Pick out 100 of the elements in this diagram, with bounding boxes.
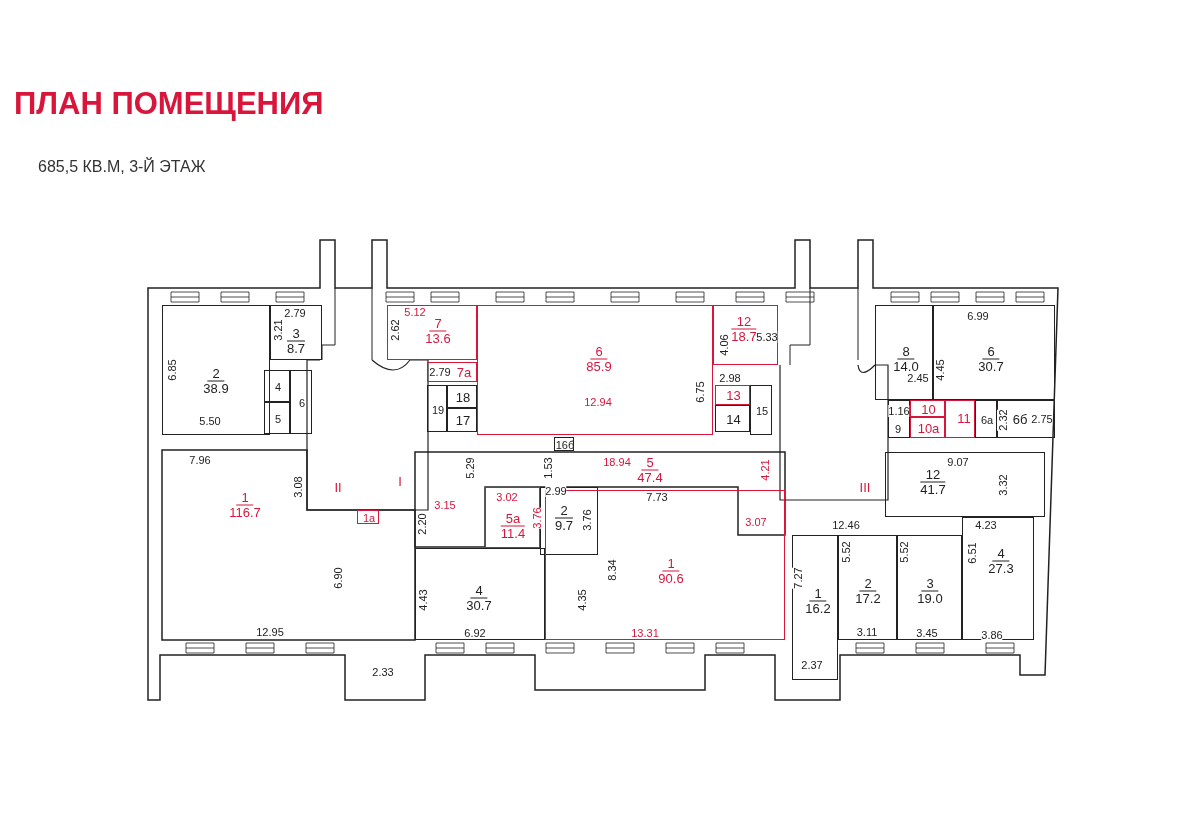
room [477, 305, 713, 435]
dimension-label: 4.23 [975, 519, 997, 531]
room-area: 85.9 [586, 359, 612, 374]
room-number: 17 [455, 414, 471, 428]
room-number: 15 [755, 404, 769, 418]
dimension-label: 2.98 [719, 372, 741, 384]
dimension-label: 5.29 [464, 457, 476, 479]
dimension-label: 2.99 [545, 485, 567, 497]
room-number: 3 [287, 326, 305, 342]
room-area: 17.2 [855, 591, 881, 606]
room [715, 405, 750, 432]
room-area: 9.7 [554, 518, 574, 533]
stair-number: I [398, 476, 402, 488]
dimension-label: 5.33 [756, 331, 778, 343]
room-number: 1а [362, 511, 376, 525]
room-area: 38.9 [203, 381, 229, 396]
room-number: 10 [921, 402, 936, 417]
room [162, 450, 415, 640]
room [910, 417, 945, 438]
dimension-label: 5.12 [404, 306, 426, 318]
room-number: 1 [662, 556, 680, 572]
room [290, 370, 312, 434]
dimension-label: 3.76 [531, 507, 543, 529]
room-number: 5 [641, 455, 659, 471]
dimension-label: 4.06 [718, 334, 730, 356]
room-number: 4 [274, 380, 282, 394]
room-area: 41.7 [920, 482, 946, 497]
dimension-label: 2.20 [416, 513, 428, 535]
stair-number: III [859, 482, 871, 494]
room-area: 19.0 [917, 591, 943, 606]
room-number: 6 [982, 344, 1000, 360]
stair-number: II [334, 482, 342, 494]
room-area: 27.3 [988, 561, 1014, 576]
room-number: 2 [207, 366, 225, 382]
dimension-label: 6.75 [694, 381, 706, 403]
room [427, 385, 447, 432]
dimension-label: 3.08 [292, 476, 304, 498]
room-number: 11 [957, 412, 971, 426]
room-number: 8 [897, 344, 915, 360]
room-number: 10а [917, 421, 940, 436]
dimension-label: 4.45 [934, 359, 946, 381]
room [975, 400, 997, 438]
room-area: 8.7 [286, 341, 306, 356]
dimension-label: 13.31 [631, 627, 659, 639]
room [910, 400, 945, 417]
dimension-label: 6.90 [332, 567, 344, 589]
room-number: 13 [726, 389, 741, 403]
dimension-label: 3.07 [745, 516, 767, 528]
room-number: 14 [726, 412, 741, 427]
dimension-label: 2.75 [1031, 413, 1053, 425]
room-area: 16.2 [805, 601, 831, 616]
room-number: 19 [431, 402, 445, 417]
dimension-label: 4.21 [759, 459, 771, 481]
dimension-label: 2.79 [429, 366, 451, 378]
room-number: 3 [921, 576, 939, 592]
room-area: 11.4 [500, 526, 526, 541]
room [750, 385, 772, 435]
room [715, 385, 750, 405]
room [264, 370, 290, 402]
dimension-label: 4.35 [576, 589, 588, 611]
dimension-label: 7.96 [189, 454, 211, 466]
dimension-label: 2.37 [801, 659, 823, 671]
dimension-label: 5.52 [898, 541, 910, 563]
room [427, 362, 477, 382]
dimension-label: 6.99 [967, 310, 989, 322]
room [447, 408, 477, 432]
room-number: 2 [555, 503, 573, 519]
room-area: 90.6 [658, 571, 684, 586]
room-area: 13.6 [425, 331, 451, 346]
room-area: 30.7 [978, 359, 1004, 374]
room-area: 14.0 [893, 359, 919, 374]
dimension-label: 9.07 [947, 456, 969, 468]
room-number: 7а [456, 366, 472, 380]
room [264, 402, 290, 434]
dimension-label: 1.16 [888, 405, 910, 417]
room-area: 30.7 [466, 598, 492, 613]
dimension-label: 18.94 [603, 456, 631, 468]
room-number: 5а [500, 511, 526, 527]
dimension-label: 7.73 [646, 491, 668, 503]
room-number: 6а [980, 413, 994, 427]
dimension-label: 2.45 [907, 372, 929, 384]
dimension-label: 1.53 [542, 457, 554, 479]
dimension-label: 12.95 [256, 626, 284, 638]
dimension-label: 5.50 [199, 415, 221, 427]
room-number: 2 [859, 576, 877, 592]
room-number: 12 [920, 467, 946, 483]
room [945, 400, 975, 438]
room-number: 12 [731, 314, 757, 330]
dimension-label: 2.32 [997, 409, 1009, 431]
dimension-label: 6.51 [966, 542, 978, 564]
room-number: 7 [429, 316, 447, 332]
dimension-label: 5.52 [840, 541, 852, 563]
dimension-label: 8.34 [606, 559, 618, 581]
room [447, 385, 477, 408]
dimension-label: 12.46 [832, 519, 860, 531]
dimension-label: 2.79 [284, 307, 306, 319]
dimension-label: 6.85 [166, 359, 178, 381]
room-number: 5 [274, 412, 282, 426]
room [357, 510, 379, 524]
dimension-label: 7.27 [792, 567, 804, 589]
